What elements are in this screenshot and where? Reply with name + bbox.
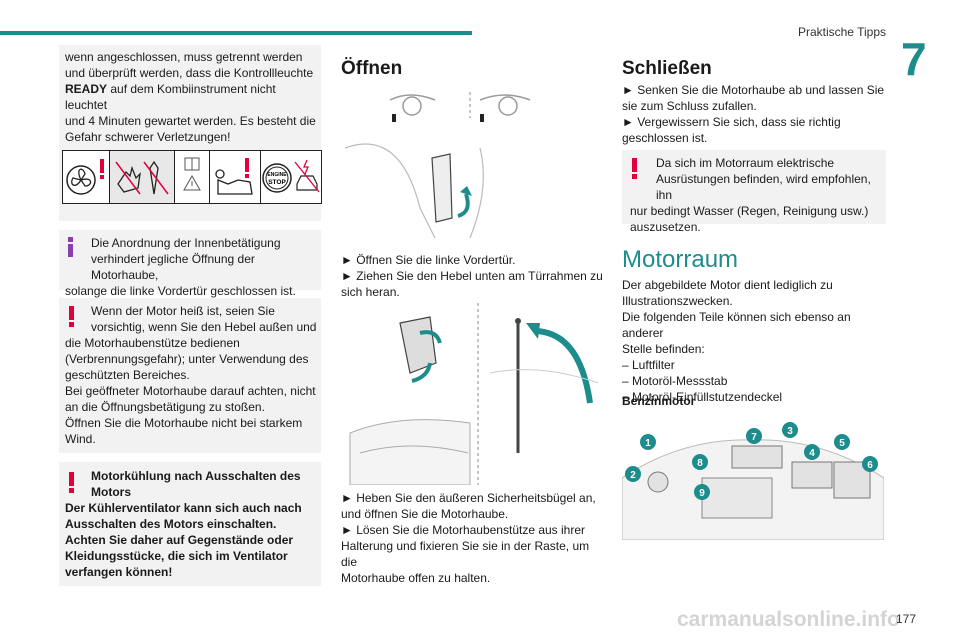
callout-3: 3 <box>787 426 793 437</box>
warn1-line: vorsichtig, wenn Sie den Hebel außen und <box>91 320 317 334</box>
callout-5: 5 <box>839 438 845 449</box>
header-accent-bar <box>0 31 472 35</box>
box1-line-3-rest: auf dem Kombiinstrument nicht leuchtet <box>65 82 276 112</box>
close-steps: ► Senken Sie die Motorhaube ab und lasse… <box>622 82 888 146</box>
engine-label: ENGINE <box>267 172 287 178</box>
warn3-line: nur bedingt Wasser (Regen, Reinigung usw… <box>630 204 869 218</box>
open-steps-2: ► Heben Sie den äußeren Sicherheitsbügel… <box>341 490 603 586</box>
person-engine-cell <box>210 151 261 203</box>
warning-box-water: Da sich im Motorraum elektrische Ausrüst… <box>622 150 886 234</box>
warn1-line: an die Öffnungsbetätigung zu stoßen. <box>65 400 265 414</box>
warn1-line: (Verbrennungsgefahr); unter Verwendung d… <box>65 352 309 366</box>
step-line: ► Lösen Sie die Motorhaubenstütze aus ih… <box>341 523 586 537</box>
fan-warning-cell <box>63 151 110 203</box>
step-line: und öffnen Sie die Motorhaube. <box>341 507 509 521</box>
callout-1: 1 <box>645 438 651 449</box>
callout-6: 6 <box>867 460 873 471</box>
callout-2: 2 <box>630 470 636 481</box>
warn3-line: Ausrüstungen befinden, wird empfohlen, i… <box>656 172 871 202</box>
warn1-line: Öffnen Sie die Motorhaube nicht bei star… <box>65 416 303 430</box>
info-line-3: solange die linke Vordertür geschlossen … <box>65 284 296 298</box>
box1-line-1: wenn angeschlossen, muss getrennt werden <box>65 50 303 64</box>
section-title-close: Schließen <box>622 58 712 79</box>
chapter-number: 7 <box>901 33 927 85</box>
close-line: geschlossen ist. <box>622 131 708 145</box>
hand-tie-cell <box>110 151 175 203</box>
warn1-line: Wind. <box>65 432 96 446</box>
manual-cell <box>175 151 210 203</box>
hand-cut-icon <box>115 160 169 195</box>
warn2-line: verfangen können! <box>65 565 173 579</box>
page-number: 177 <box>895 612 916 626</box>
warn2-line: Kleidungsstücke, die sich im Ventilator <box>65 549 288 563</box>
callout-4: 4 <box>809 448 815 459</box>
step-line: ► Ziehen Sie den Hebel unten am Türrahme… <box>341 269 603 283</box>
motorraum-line: – Motoröl-Messstab <box>622 374 728 388</box>
fan-warning-icon <box>66 159 104 195</box>
warning-icon <box>69 472 75 493</box>
callouts: 1 2 3 4 5 6 7 8 9 <box>625 422 878 500</box>
warn1-line: Wenn der Motor heiß ist, seien Sie <box>91 304 275 318</box>
engine-stop-icon: ENGINE STOP <box>262 159 320 193</box>
stop-label: STOP <box>268 179 286 186</box>
motorraum-line: Illustrationszwecken. <box>622 294 733 308</box>
watermark: carmanualsonline.info <box>677 608 900 631</box>
motorraum-line: Die folgenden Teile können sich ebenso a… <box>622 310 851 340</box>
figure-interior-lever <box>344 92 531 238</box>
callout-7: 7 <box>751 432 757 443</box>
warn2-line: Ausschalten des Motors einschalten. <box>65 517 277 531</box>
step-line: ► Öffnen Sie die linke Vordertür. <box>341 253 516 267</box>
motorraum-line: – Motoröl-Einfüllstutzendeckel <box>622 390 783 404</box>
engine-stop-cell: ENGINE STOP <box>261 151 321 203</box>
step-line: sich heran. <box>341 285 400 299</box>
motorraum-line: – Luftfilter <box>622 358 675 372</box>
step-line: ► Heben Sie den äußeren Sicherheitsbügel… <box>341 491 596 505</box>
warn2-line: Achten Sie daher auf Gegenstände oder <box>65 533 294 547</box>
step-line: Halterung und fixieren Sie sie in der Ra… <box>341 539 590 569</box>
warning-icons-strip: ENGINE STOP <box>62 150 322 204</box>
info-line-1: Die Anordnung der Innenbetätigung <box>91 236 281 250</box>
benzinmotor-title: Benzinmotor <box>622 394 696 408</box>
warn2-line: Motorkühlung nach Ausschalten des <box>91 469 301 483</box>
section-title-motorraum: Motorraum <box>622 246 739 273</box>
warn2-line: Der Kühlerventilator kann sich auch nach <box>65 501 302 515</box>
warn3-line: auszusetzen. <box>630 220 701 234</box>
section-title: Praktische Tipps <box>797 25 886 39</box>
warn3-line: Da sich im Motorraum elektrische <box>656 156 835 170</box>
callout-9: 9 <box>699 488 705 499</box>
close-line: ► Vergewissern Sie sich, dass sie richti… <box>622 115 841 129</box>
callout-8: 8 <box>697 458 703 469</box>
motorraum-line: Der abgebildete Motor dient lediglich zu <box>622 278 833 292</box>
warning-icon <box>69 306 75 327</box>
ready-word: READY <box>65 82 108 96</box>
warning-box-hot-engine: Wenn der Motor heiß ist, seien Sie vorsi… <box>59 298 321 453</box>
section-title-open: Öffnen <box>341 58 403 79</box>
warning-icon <box>632 158 638 179</box>
info-icon <box>68 237 73 257</box>
warn1-line: geschützten Bereiches. <box>65 368 190 382</box>
box1-line-5: Gefahr schwerer Verletzungen! <box>65 130 231 144</box>
motorraum-line: Stelle befinden: <box>622 342 705 356</box>
info-box: Die Anordnung der Innenbetätigung verhin… <box>59 230 321 298</box>
motorraum-text: Der abgebildete Motor dient lediglich zu… <box>622 277 888 405</box>
person-engine-warning-icon <box>215 158 253 195</box>
info-line-2: verhindert jegliche Öffnung der Motorhau… <box>91 252 255 282</box>
close-line: ► Senken Sie die Motorhaube ab und lasse… <box>622 83 885 97</box>
box1-line-3: READY auf dem Kombiinstrument nicht leuc… <box>65 81 317 113</box>
box1-line-4: und 4 Minuten gewartet werden. Es besteh… <box>65 114 316 128</box>
step-line: Motorhaube offen zu halten. <box>341 571 491 585</box>
warn2-line: Motors <box>91 485 131 499</box>
open-steps-1: ► Öffnen Sie die linke Vordertür. ► Zieh… <box>341 252 603 300</box>
warn1-line: Bei geöffneter Motorhaube darauf achten,… <box>65 384 316 398</box>
box1-line-2: und überprüft werden, dass die Kontrolll… <box>65 66 314 80</box>
close-line: sie zum Schluss zufallen. <box>622 99 757 113</box>
figure-hood-prop <box>349 303 599 485</box>
manual-icon <box>183 157 201 191</box>
warn1-line: die Motorhaubenstütze bedienen <box>65 336 240 350</box>
box1-full-text: wenn angeschlossen, muss getrennt werden… <box>65 49 317 145</box>
warning-box-cooling: Motorkühlung nach Ausschalten des Motors… <box>59 462 321 586</box>
figure-engine-bay: 1 2 3 4 5 6 7 8 9 <box>622 422 884 540</box>
